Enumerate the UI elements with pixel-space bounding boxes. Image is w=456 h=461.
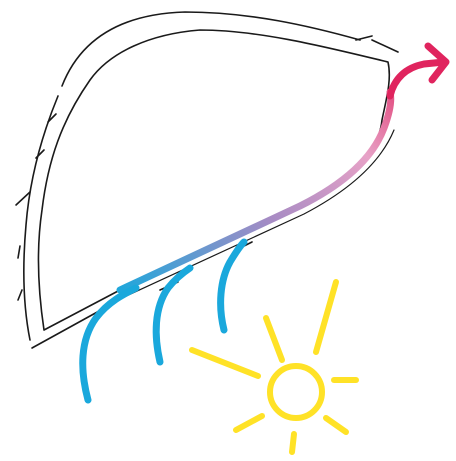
outline-outer-top	[62, 12, 360, 86]
sun-ray-bottom	[292, 434, 294, 452]
sun-ray-top	[266, 318, 282, 360]
intake-line-3	[221, 242, 244, 330]
sun-disc	[270, 366, 322, 418]
intake-line-2	[156, 268, 190, 362]
sun-icon	[192, 282, 356, 452]
airflow-path	[120, 92, 394, 298]
sun-ray-left	[192, 350, 258, 376]
sun-ray-bottom-left	[236, 416, 262, 430]
outline-dash-2	[18, 246, 20, 258]
outline-outer-right	[372, 40, 398, 52]
warm-air-exhaust-icon	[390, 46, 446, 96]
outline-dash-4	[36, 150, 44, 158]
airflow-channel	[120, 92, 391, 290]
outline-dash-3	[18, 290, 22, 300]
outline-dash-6	[356, 36, 372, 40]
cool-air-intake-icon	[83, 242, 244, 400]
sun-ray-bottom-right	[326, 418, 346, 432]
sun-ray-top-right	[316, 282, 336, 352]
